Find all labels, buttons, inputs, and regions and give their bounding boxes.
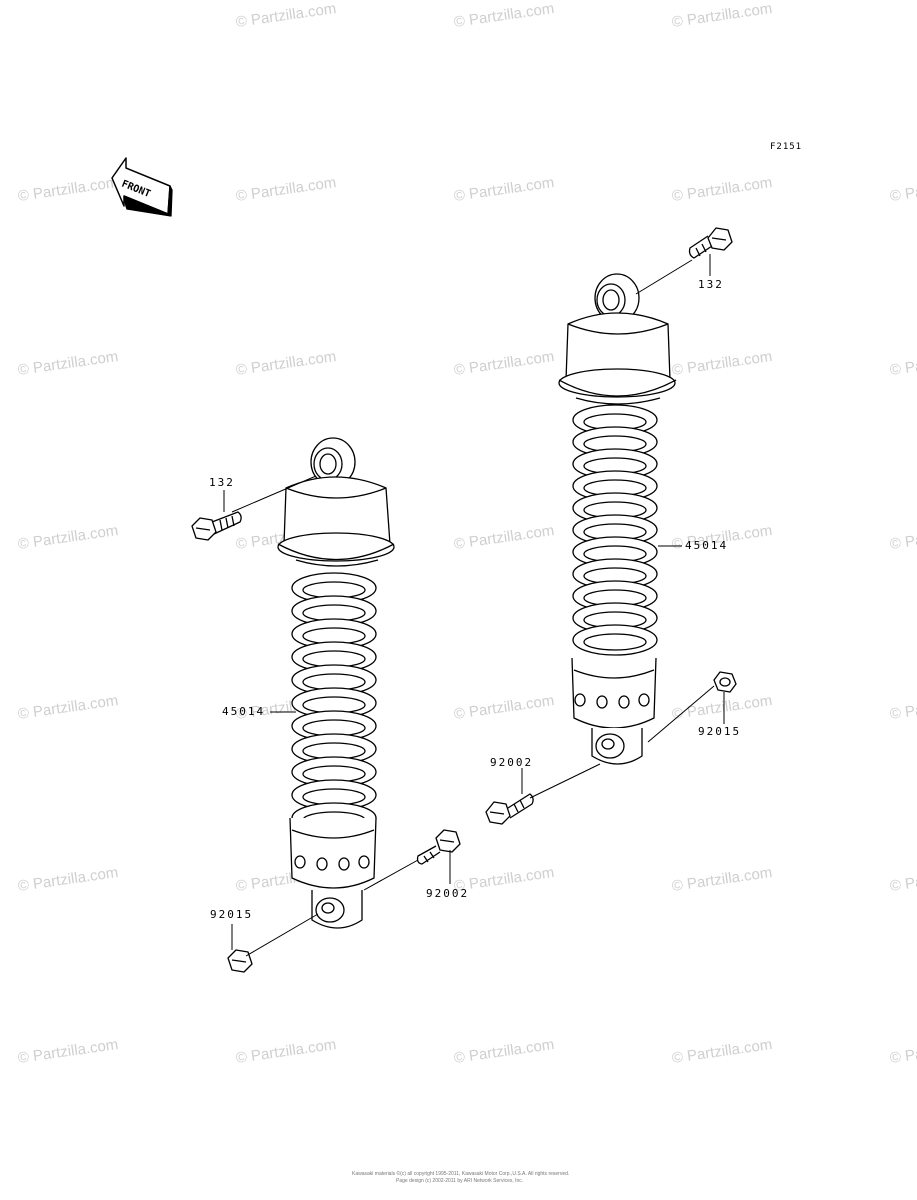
left-top-bolt-icon xyxy=(191,511,242,541)
right-nut-icon xyxy=(713,671,737,693)
right-bottom-bolt-icon xyxy=(485,793,534,825)
part-label-right-shock[interactable]: 45014 xyxy=(685,539,729,552)
left-shock-absorber xyxy=(277,437,395,929)
copyright-line-1: Kawasaki materials ©(c) all copyright 19… xyxy=(352,1171,570,1177)
left-bottom-bolt-icon xyxy=(416,829,461,865)
diagram-code: F2151 xyxy=(770,142,803,152)
part-label-right-top-bolt[interactable]: 132 xyxy=(698,278,724,291)
part-label-left-shock[interactable]: 45014 xyxy=(222,705,266,718)
part-label-right-nut[interactable]: 92015 xyxy=(698,725,742,738)
part-label-left-bottom-bolt[interactable]: 92002 xyxy=(426,887,470,900)
right-spring xyxy=(572,404,658,656)
left-spring xyxy=(291,572,377,834)
front-arrow-icon: FRONT xyxy=(111,157,173,217)
right-shock-absorber xyxy=(558,273,677,765)
part-label-right-bottom-bolt[interactable]: 92002 xyxy=(490,756,534,769)
leader-lines xyxy=(223,254,725,957)
left-nut-icon xyxy=(227,949,253,973)
part-label-left-nut[interactable]: 92015 xyxy=(210,908,254,921)
right-top-bolt-icon xyxy=(688,227,733,259)
part-label-left-top-bolt[interactable]: 132 xyxy=(209,476,235,489)
copyright-line-2: Page design (c) 2002-2011 by ARI Network… xyxy=(396,1178,524,1184)
spring-coil-inner xyxy=(583,633,647,651)
